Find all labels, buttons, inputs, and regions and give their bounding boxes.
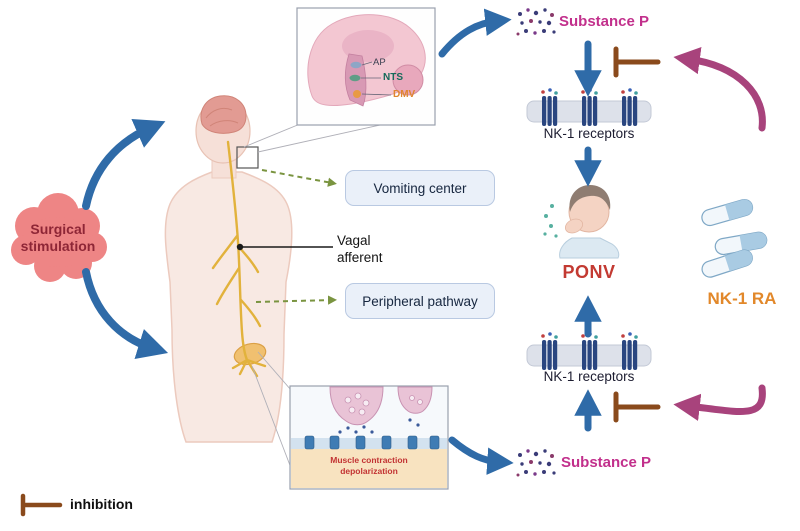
nk1-ra-pills xyxy=(699,197,769,280)
nts-label: NTS xyxy=(383,72,403,83)
dmv-nucleus xyxy=(353,90,361,98)
vomiting-center-label: Vomiting center xyxy=(373,180,467,196)
vagal-nerve xyxy=(211,140,267,378)
stomach xyxy=(233,342,267,366)
vagal-afferent-pointer xyxy=(236,243,333,251)
ponv-person-illustration xyxy=(543,185,620,259)
released-neurotransmitter-dots xyxy=(338,418,420,434)
substance-p-dots-top xyxy=(516,8,556,36)
inhibition-legend-symbol xyxy=(20,493,63,517)
zoom-connector-lines xyxy=(243,123,381,469)
axon-terminal-small xyxy=(397,386,433,414)
nk1-receptors-label-bottom: NK-1 receptors xyxy=(543,369,635,384)
nts-nucleus xyxy=(349,74,361,82)
cerebellum xyxy=(392,64,424,96)
nk1-receptor-bar-top xyxy=(526,88,652,126)
surgical-stimulation-label: Surgical stimulation xyxy=(20,221,96,254)
axon-terminal xyxy=(329,386,384,426)
synapse-inset xyxy=(289,385,449,490)
peripheral-pathway-box: Peripheral pathway xyxy=(345,283,495,319)
peripheral-pathway-label: Peripheral pathway xyxy=(362,293,478,309)
inhibition-bar-top xyxy=(613,46,661,78)
ap-label: AP xyxy=(373,57,386,68)
substance-p-label-top: Substance P xyxy=(559,13,650,30)
substance-p-dots-bottom xyxy=(516,449,556,477)
nk1-ra-label: NK-1 RA xyxy=(707,289,777,308)
vagal-afferent-label: Vagal afferent xyxy=(337,233,383,265)
inhibition-bar-bottom xyxy=(613,391,661,423)
ap-nucleus xyxy=(350,61,362,69)
head-zoom-region xyxy=(236,146,259,169)
antagonist-arrows-magenta xyxy=(673,46,766,421)
dmv-label: DMV xyxy=(393,89,416,100)
green-dashed-arrows xyxy=(255,169,337,305)
nk1-receptor-bar-bottom xyxy=(526,332,652,370)
vesicles xyxy=(344,392,423,416)
muscle-contraction-label: Muscle contraction depolarization xyxy=(330,455,408,477)
substance-p-label-bottom: Substance P xyxy=(561,454,652,471)
ponv-label: PONV xyxy=(562,262,616,282)
pathway-arrows-blue xyxy=(82,8,602,475)
inhibition-legend-label: inhibition xyxy=(70,496,133,512)
brain xyxy=(200,95,247,134)
vomiting-center-box: Vomiting center xyxy=(345,170,495,206)
muscle-membrane-receptors xyxy=(304,435,440,450)
surgical-stimulation-cloud xyxy=(11,193,107,282)
vomit-spray-dots xyxy=(543,204,558,238)
nk1-receptors-label-top: NK-1 receptors xyxy=(543,126,635,141)
brainstem-inset xyxy=(296,7,436,126)
